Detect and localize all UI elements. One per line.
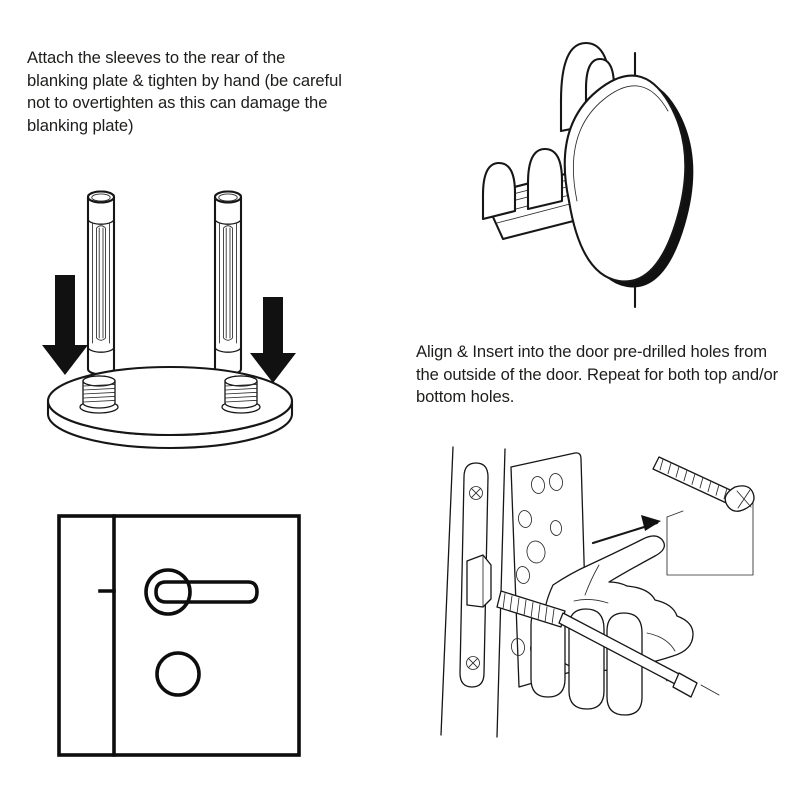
instruction-text-align: Align & Insert into the door pre-drilled…: [416, 342, 779, 407]
screw-being-inserted: [496, 590, 566, 628]
figure-inserting-screw-at-door-edge: [435, 435, 795, 755]
figure-door-front-elevation: [45, 500, 320, 775]
blanking-plate-disc-perspective: [563, 74, 694, 288]
latch-faceplate: [459, 462, 492, 688]
sleeve-tube-right: [213, 190, 243, 376]
callout-leader-lines: [666, 492, 754, 576]
mounting-plate-holes: [511, 473, 563, 657]
blanking-plate-hole: [155, 651, 201, 697]
sleeve-tube-left: [86, 190, 116, 376]
down-arrow-right-icon: [250, 297, 296, 383]
callout-arrow-icon: [591, 515, 661, 545]
latch-bolt: [466, 554, 492, 608]
figure-plate-inserted-in-door: [465, 25, 715, 325]
callout-screw: [652, 456, 755, 512]
screwdriver-shaft: [558, 612, 720, 698]
down-arrow-left-icon: [42, 275, 88, 375]
instruction-text-sleeves: Attach the sleeves to the rear of the bl…: [27, 48, 342, 135]
door-outline: [57, 514, 301, 757]
lever-handle: [154, 580, 259, 604]
threaded-stud-left: [79, 375, 119, 414]
handle-rose: [144, 568, 192, 616]
figure-sleeves-and-blanking-plate: [40, 175, 310, 455]
threaded-stud-right: [221, 375, 261, 414]
